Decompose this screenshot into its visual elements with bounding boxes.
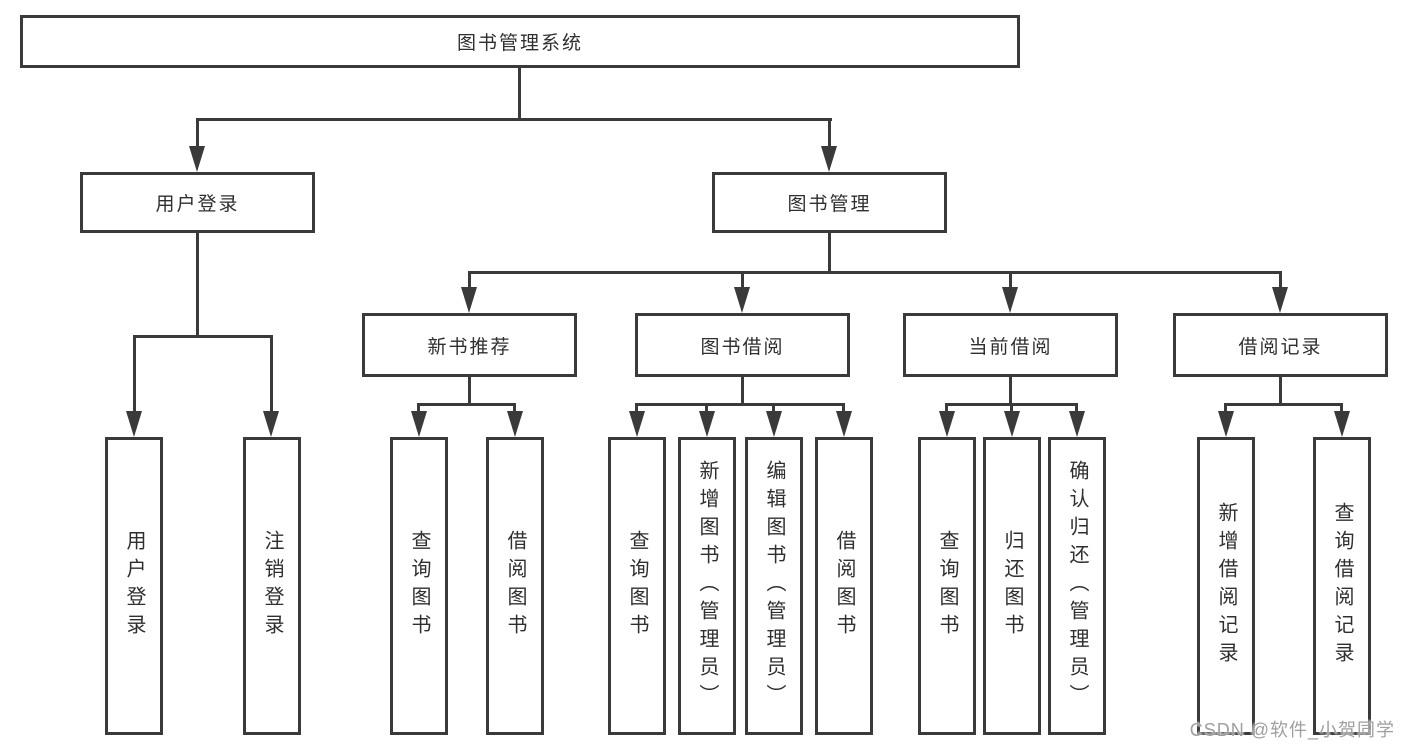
connector-login-drop-2 [270, 335, 273, 413]
arrowhead-icon [1069, 411, 1085, 437]
leaf-confirm-return-admin: 确认归还（管理员） [1048, 437, 1106, 735]
connector-borrow-stem [741, 377, 744, 405]
node-borrow-records-label: 借阅记录 [1238, 336, 1323, 358]
arrowhead-icon [734, 287, 750, 313]
leaf-logout: 注销登录 [243, 437, 301, 735]
arrowhead-icon [189, 146, 205, 172]
arrowhead-icon [629, 411, 645, 437]
arrowhead-icon [836, 411, 852, 437]
connector-mgmt-drop-4 [1279, 271, 1282, 291]
arrowhead-icon [1218, 411, 1234, 437]
connector-mgmt-bar [468, 271, 1282, 274]
leaf-user-login-label: 用户登录 [123, 530, 145, 642]
leaf-edit-books-admin-label: 编辑图书（管理员） [763, 460, 785, 712]
leaf-add-books-admin: 新增图书（管理员） [678, 437, 736, 735]
connector-borrow-bar [635, 403, 845, 406]
leaf-confirm-return-admin-label: 确认归还（管理员） [1066, 460, 1088, 712]
connector-login-stem [196, 233, 199, 337]
node-current-borrow-label: 当前借阅 [968, 336, 1053, 358]
connector-current-drop-3 [1075, 403, 1078, 415]
node-current-borrow: 当前借阅 [903, 313, 1118, 377]
connector-records-drop-1 [1224, 403, 1227, 415]
leaf-query-books-current-label: 查询图书 [936, 530, 958, 642]
connector-root-drop-2 [828, 118, 831, 148]
connector-root-drop-1 [196, 118, 199, 148]
node-book-borrow: 图书借阅 [635, 313, 850, 377]
leaf-borrow-books: 借阅图书 [815, 437, 873, 735]
arrowhead-icon [1002, 287, 1018, 313]
connector-borrow-drop-2 [705, 403, 708, 415]
node-root: 图书管理系统 [20, 15, 1020, 68]
connector-records-drop-2 [1340, 403, 1343, 415]
leaf-query-books-borrow-label: 查询图书 [626, 530, 648, 642]
arrowhead-icon [821, 146, 837, 172]
node-user-login-label: 用户登录 [155, 194, 240, 215]
node-book-borrow-label: 图书借阅 [700, 336, 785, 358]
leaf-user-login: 用户登录 [105, 437, 163, 735]
leaf-borrow-books-recommend-label: 借阅图书 [504, 530, 526, 642]
node-new-book-recommend: 新书推荐 [362, 313, 577, 377]
connector-records-stem [1279, 377, 1282, 405]
connector-current-stem [1009, 377, 1012, 405]
arrowhead-icon [939, 411, 955, 437]
arrowhead-icon [263, 411, 279, 437]
connector-mgmt-stem [828, 233, 831, 273]
arrowhead-icon [507, 411, 523, 437]
connector-mgmt-drop-3 [1009, 271, 1012, 291]
connector-root-bar [196, 118, 832, 121]
arrowhead-icon [126, 411, 142, 437]
connector-borrow-drop-1 [635, 403, 638, 415]
connector-mgmt-drop-2 [741, 271, 744, 291]
node-borrow-records: 借阅记录 [1173, 313, 1388, 377]
csdn-watermark: CSDN @软件_小贺同学 [1189, 720, 1395, 740]
leaf-return-books: 归还图书 [983, 437, 1041, 735]
leaf-query-books-recommend-label: 查询图书 [408, 530, 430, 642]
leaf-query-books-borrow: 查询图书 [608, 437, 666, 735]
node-root-label: 图书管理系统 [456, 33, 583, 54]
arrowhead-icon [1334, 411, 1350, 437]
arrowhead-icon [766, 411, 782, 437]
connector-recommend-drop-1 [417, 403, 420, 415]
leaf-return-books-label: 归还图书 [1001, 530, 1023, 642]
connector-recommend-stem [468, 377, 471, 405]
leaf-borrow-books-label: 借阅图书 [833, 530, 855, 642]
connector-login-drop-1 [133, 335, 136, 413]
leaf-query-books-recommend: 查询图书 [390, 437, 448, 735]
connector-current-drop-1 [945, 403, 948, 415]
leaf-add-books-admin-label: 新增图书（管理员） [696, 460, 718, 712]
arrowhead-icon [461, 287, 477, 313]
connector-recommend-bar [417, 403, 516, 406]
leaf-add-borrow-record-label: 新增借阅记录 [1215, 502, 1237, 670]
arrowhead-icon [699, 411, 715, 437]
connector-root-stem [518, 68, 521, 121]
node-new-book-recommend-label: 新书推荐 [427, 336, 512, 358]
connector-recommend-drop-2 [513, 403, 516, 415]
arrowhead-icon [411, 411, 427, 437]
arrowhead-icon [1272, 287, 1288, 313]
arrowhead-icon [1004, 411, 1020, 437]
leaf-query-borrow-record: 查询借阅记录 [1313, 437, 1371, 735]
leaf-query-books-current: 查询图书 [918, 437, 976, 735]
leaf-edit-books-admin: 编辑图书（管理员） [745, 437, 803, 735]
connector-borrow-drop-4 [842, 403, 845, 415]
node-book-management: 图书管理 [712, 172, 947, 233]
connector-login-bar [133, 335, 273, 338]
node-book-management-label: 图书管理 [787, 194, 872, 215]
connector-records-bar [1224, 403, 1343, 406]
leaf-query-borrow-record-label: 查询借阅记录 [1331, 502, 1353, 670]
leaf-logout-label: 注销登录 [261, 530, 283, 642]
node-user-login: 用户登录 [80, 172, 315, 233]
leaf-add-borrow-record: 新增借阅记录 [1197, 437, 1255, 735]
connector-borrow-drop-3 [772, 403, 775, 415]
connector-current-drop-2 [1010, 403, 1013, 415]
leaf-borrow-books-recommend: 借阅图书 [486, 437, 544, 735]
connector-mgmt-drop-1 [468, 271, 471, 291]
